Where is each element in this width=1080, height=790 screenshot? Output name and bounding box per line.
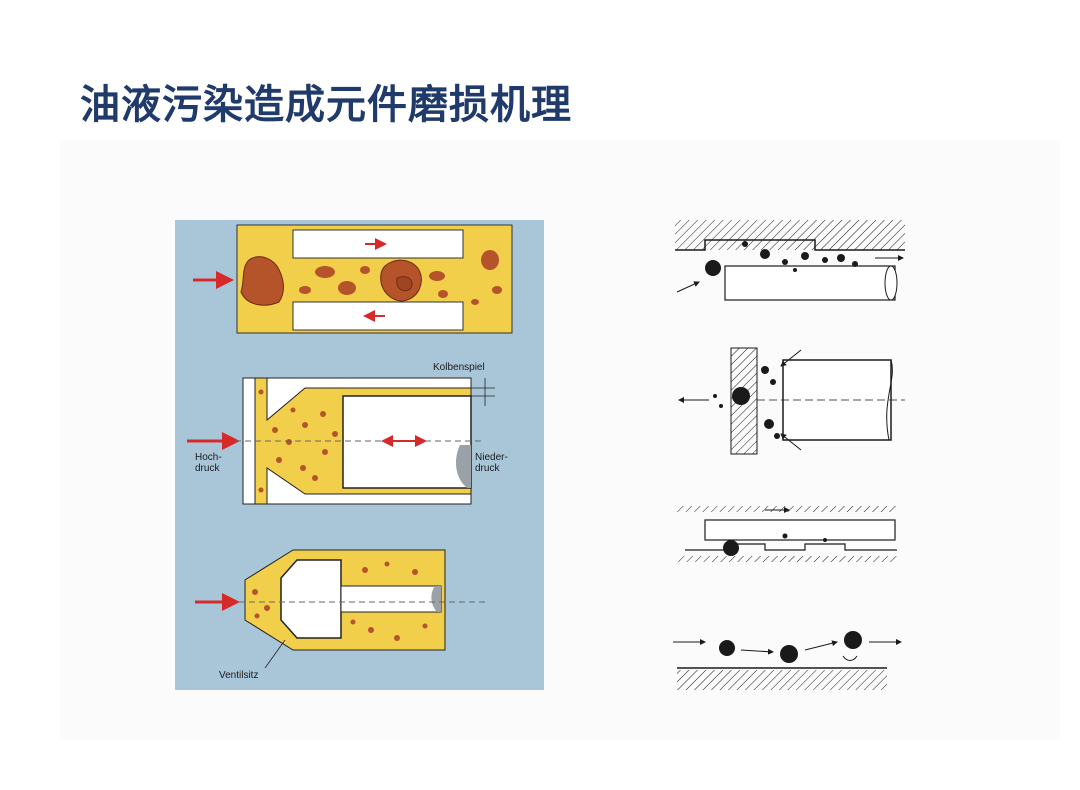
sketch-surface-abrasion [673, 631, 901, 690]
contamination-diagram: Kolbenspiel Hoch- druck Nieder- druck Ve… [175, 220, 544, 690]
slide-title: 油液污染造成元件磨损机理 [80, 72, 572, 130]
label-high-pressure-1: Hoch- [195, 452, 222, 463]
label-kolbenspiel: Kolbenspiel [433, 362, 485, 373]
wear-mechanism-graphic [665, 210, 915, 700]
label-low-pressure-2: druck [475, 463, 499, 474]
gap-wear-section [193, 225, 512, 333]
valve-seat-section [195, 550, 485, 668]
sketch-groove-wear [677, 506, 897, 562]
wear-mechanism-sketches [665, 210, 915, 700]
label-ventilsitz: Ventilsitz [219, 670, 258, 681]
label-low-pressure-1: Nieder- [475, 452, 508, 463]
label-high-pressure-2: druck [195, 463, 219, 474]
piston-section [187, 378, 495, 504]
sketch-face-erosion [679, 348, 905, 454]
sketch-clearance-wear [675, 220, 905, 300]
